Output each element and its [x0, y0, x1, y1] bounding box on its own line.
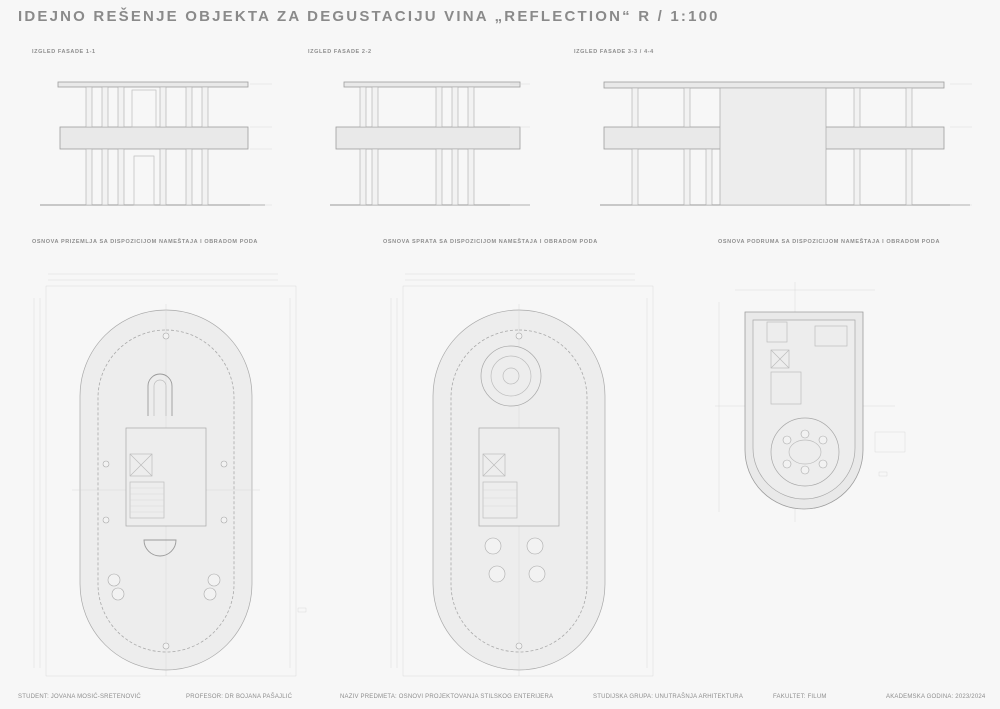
facade-2-drawing	[330, 81, 530, 206]
footer-year: AKADEMSKA GODINA: 2023/2024	[886, 694, 986, 700]
facade-2-label: IZGLED FASADE 2-2	[308, 49, 372, 55]
plan-upper-label: OSNOVA SPRATA SA DISPOZICIJOM NAMEŠTAJA …	[383, 239, 598, 245]
footer-professor: PROFESOR: DR BOJANA PAŠAJLIĆ	[186, 694, 293, 700]
plan-ground-label: OSNOVA PRIZEMLJA SA DISPOZICIJOM NAMEŠTA…	[32, 239, 258, 245]
upper-floor-plan	[390, 273, 654, 677]
facade-1-label: IZGLED FASADE 1-1	[32, 49, 96, 55]
footer-subject: NAZIV PREDMETA: OSNOVI PROJEKTOVANJA STI…	[340, 694, 554, 700]
basement-plan	[715, 282, 906, 522]
footer-group: STUDIJSKA GRUPA: UNUTRAŠNJA ARHITEKTURA	[593, 694, 744, 700]
footer-faculty: FAKULTET: FILUM	[773, 694, 827, 700]
facade-3-drawing	[600, 81, 972, 206]
sheet-title: IDEJNO REŠENJE OBJEKTA ZA DEGUSTACIJU VI…	[18, 8, 720, 25]
footer-student: STUDENT: JOVANA MOSIĆ-SRETENOVIĆ	[18, 694, 141, 700]
ground-floor-plan	[33, 273, 307, 677]
facade-1-drawing	[40, 81, 272, 206]
plan-basement-label: OSNOVA PODRUMA SA DISPOZICIJOM NAMEŠTAJA…	[718, 239, 941, 245]
facade-3-label: IZGLED FASADE 3-3 / 4-4	[574, 49, 654, 55]
